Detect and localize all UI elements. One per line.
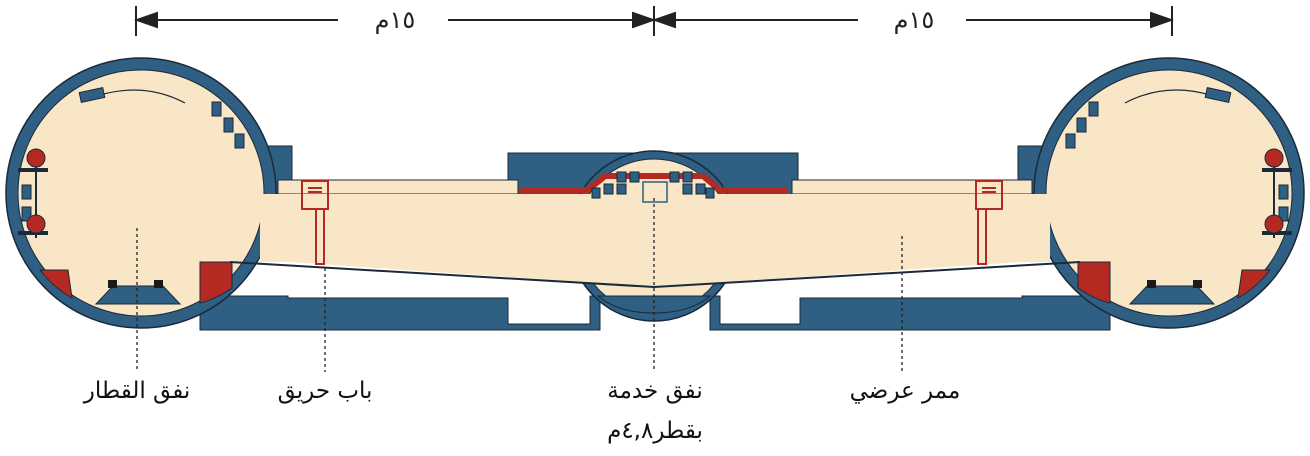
right-base-block <box>709 295 1111 331</box>
arrow-left-end <box>133 11 158 29</box>
right-train-tunnel <box>1033 57 1305 329</box>
left-base-block <box>199 295 601 331</box>
left-fire-door <box>301 180 329 265</box>
arrow-right-end <box>1150 11 1175 29</box>
dimension-label-right: ١٥م <box>893 6 935 34</box>
fire-doors <box>301 180 1003 265</box>
right-fire-door <box>975 180 1003 265</box>
service-pipework <box>520 171 788 203</box>
leader-lines <box>136 198 903 372</box>
label-cross-passage: ممر عرضي <box>849 378 961 404</box>
passage-body <box>260 194 1050 287</box>
dimension-label-left: ١٥م <box>374 6 416 34</box>
arrow-center-left <box>632 11 657 29</box>
label-service-tunnel-line1: نفق خدمة <box>607 378 703 404</box>
cross-passage <box>229 179 1081 288</box>
dimension-lines <box>133 6 1175 36</box>
label-fire-door: باب حريق <box>277 378 373 404</box>
left-train-tunnel <box>5 57 277 329</box>
arrow-center-right <box>651 11 676 29</box>
label-service-tunnel-line2: بقطر٤,٨م <box>607 418 703 444</box>
label-train-tunnel: نفق القطار <box>83 378 191 404</box>
